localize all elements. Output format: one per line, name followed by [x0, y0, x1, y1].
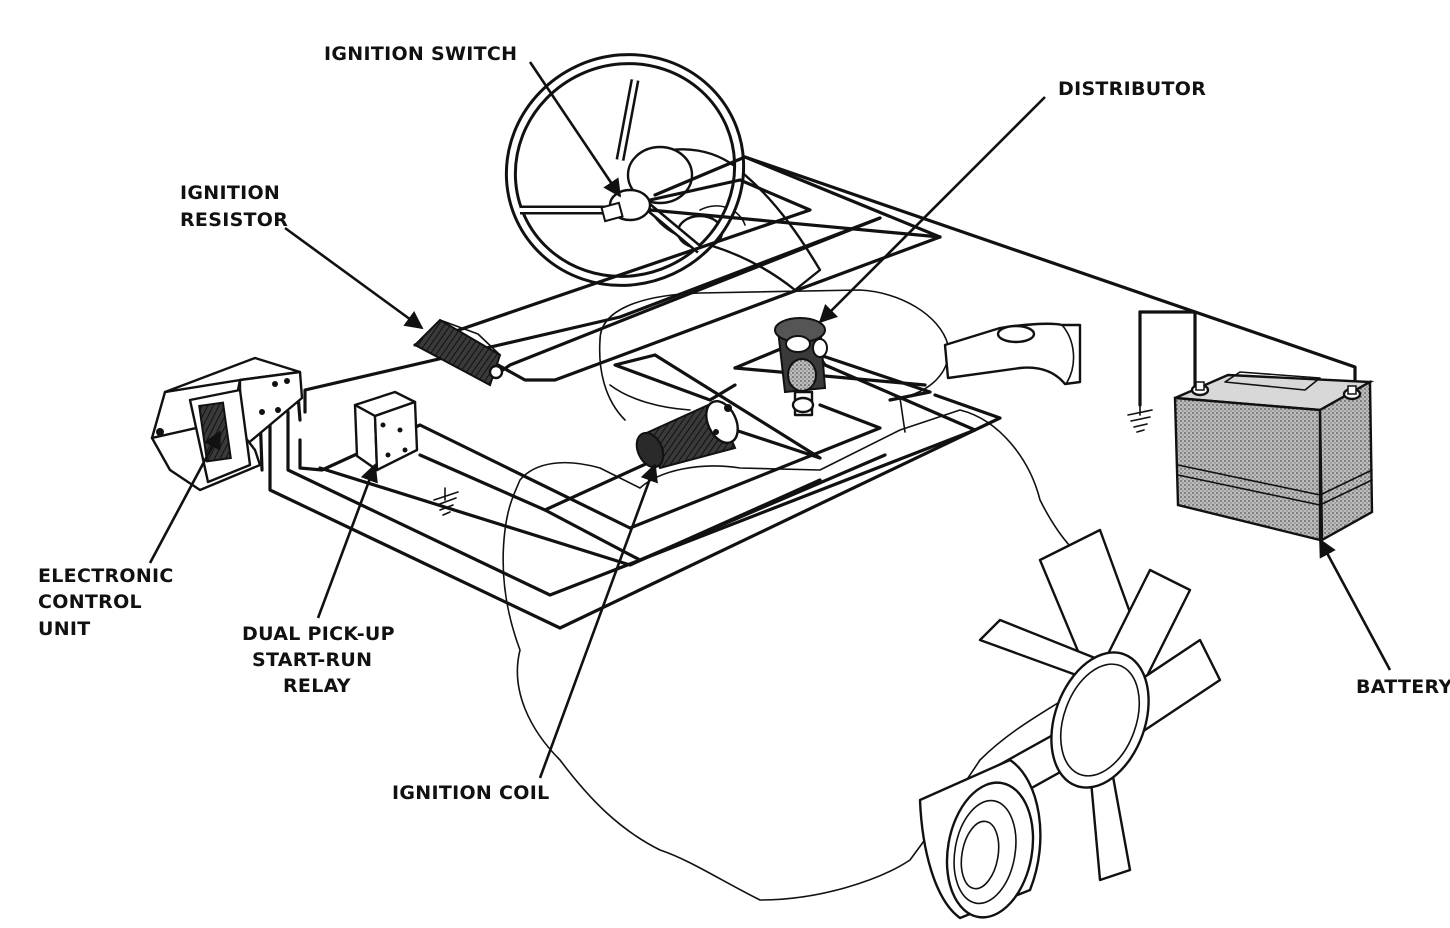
leader-ignition-coil — [538, 463, 658, 779]
label-ignition-switch: IGNITION SWITCH — [324, 43, 517, 65]
label-ecu-line2: CONTROL — [38, 591, 142, 613]
wiring-harness — [258, 155, 1357, 630]
leader-ignition-switch — [528, 61, 622, 198]
leader-battery — [1318, 538, 1392, 671]
ignition-resistor — [413, 318, 504, 387]
label-battery: BATTERY — [1356, 676, 1450, 698]
start-run-relay — [353, 390, 419, 472]
leader-ignition-resistor — [284, 226, 424, 330]
leader-distributor — [818, 96, 1046, 324]
label-ignition-resistor-line2: RESISTOR — [180, 209, 288, 231]
leader-ecu — [148, 430, 222, 564]
distributor — [774, 317, 828, 417]
electronic-control-unit — [150, 356, 304, 492]
ground-symbol-battery — [1127, 404, 1153, 433]
ignition-coil — [635, 400, 739, 470]
label-relay-line2: START-RUN — [252, 649, 372, 671]
label-ecu-line3: UNIT — [38, 618, 91, 640]
leader-relay — [316, 463, 378, 619]
label-relay-line3: RELAY — [283, 675, 351, 697]
diagram-labels: IGNITION SWITCH DISTRIBUTOR IGNITION RES… — [38, 43, 1450, 804]
engine-fan — [918, 528, 1222, 920]
label-ignition-coil: IGNITION COIL — [392, 782, 550, 804]
label-relay-line1: DUAL PICK-UP — [242, 623, 395, 645]
ground-symbol-relay — [433, 487, 459, 516]
battery — [1173, 371, 1375, 543]
label-distributor: DISTRIBUTOR — [1058, 78, 1206, 100]
steering-wheel — [504, 53, 746, 287]
label-ignition-resistor-line1: IGNITION — [180, 182, 280, 204]
label-ecu-line1: ELECTRONIC — [38, 565, 174, 587]
leader-lines — [148, 61, 1392, 779]
